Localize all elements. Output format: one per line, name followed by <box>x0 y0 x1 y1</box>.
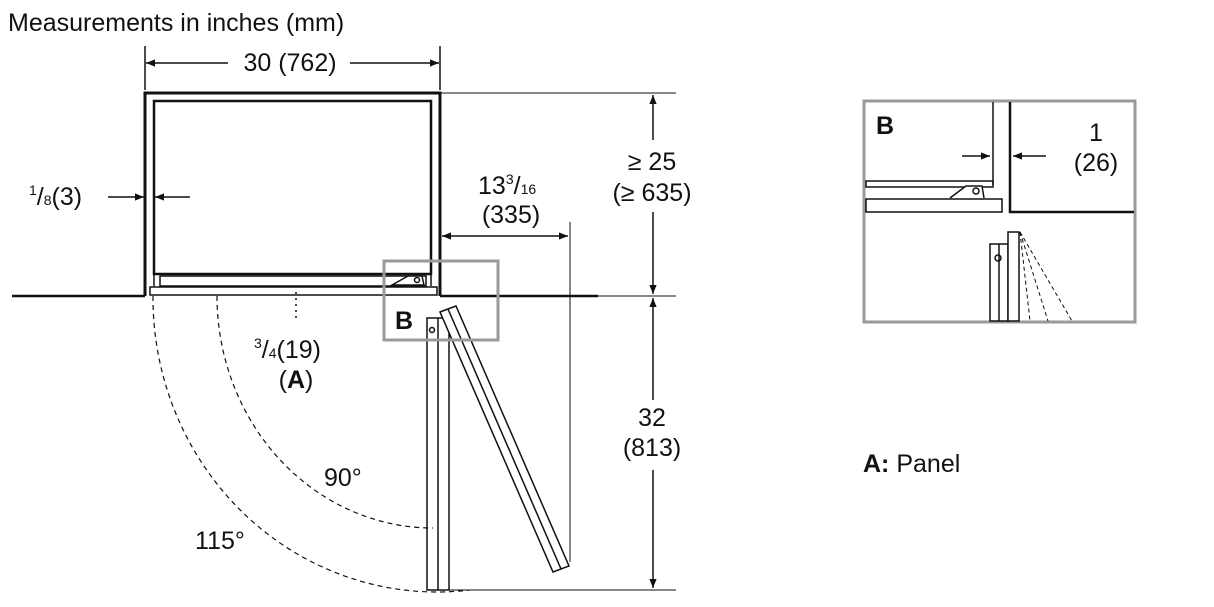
offset-label-line2: (335) <box>482 201 540 229</box>
detail-gap-line2: (26) <box>1074 149 1118 177</box>
callout-box-b <box>382 259 500 342</box>
appliance-cabinet <box>143 91 442 296</box>
door-depth-line1: 32 <box>638 404 666 432</box>
clearance-label-line2: (≥ 635) <box>612 179 691 207</box>
width-label: 30 (762) <box>243 49 336 77</box>
panel-a <box>149 286 438 296</box>
legend: A: Panel <box>863 450 960 478</box>
callout-marker-b: B <box>395 307 413 335</box>
door-115 <box>438 305 571 573</box>
detail-gap-line1: 1 <box>1089 119 1103 147</box>
door-90 <box>426 317 450 591</box>
door-depth-dimension <box>430 298 676 591</box>
clearance-label-line1: ≥ 25 <box>628 148 676 176</box>
angle-90-label: 90° <box>324 464 362 492</box>
panel-thickness-label: 3/4(19) <box>254 335 321 364</box>
gap-label: 1/8(3) <box>29 182 82 211</box>
door-depth-line2: (813) <box>623 434 681 462</box>
diagram-title: Measurements in inches (mm) <box>8 9 344 37</box>
swing-arcs <box>152 295 471 593</box>
hinge-icon <box>389 275 425 286</box>
panel-ref-label: (A) <box>279 366 314 394</box>
clearance-dimension <box>440 92 676 297</box>
detail-view-b: B 1 (26) <box>862 99 1137 324</box>
width-dimension <box>144 46 441 90</box>
offset-label-line1: 133/16 <box>478 171 536 200</box>
offset-dimension <box>442 222 571 562</box>
angle-115-label: 115° <box>195 527 245 555</box>
detail-marker-b: B <box>876 112 894 140</box>
